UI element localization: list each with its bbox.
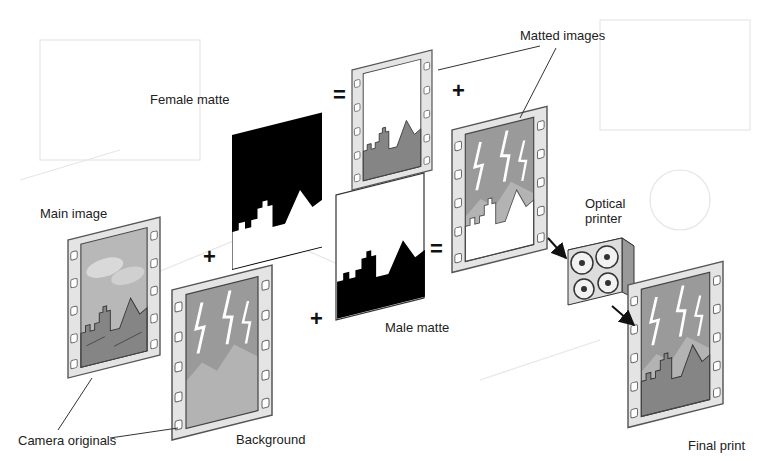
female-matte	[232, 112, 323, 270]
background-frame	[172, 265, 272, 440]
plus-sign: +	[310, 308, 323, 330]
optical-printer	[568, 238, 634, 305]
matted-image-frame	[352, 50, 432, 190]
main-image-frame	[68, 217, 160, 378]
final-print-frame	[628, 261, 723, 427]
callout-label: Main image	[40, 206, 107, 221]
equals-sign: =	[430, 238, 443, 260]
matted-image-frame	[452, 106, 547, 272]
process-arrow	[612, 306, 634, 325]
process-arrow	[548, 238, 566, 258]
callout-label: Background	[236, 432, 305, 447]
callout-label: Optical printer	[585, 196, 647, 226]
male-matte	[336, 173, 425, 320]
callout-label: Matted images	[520, 28, 605, 43]
callout-label: Final print	[688, 438, 745, 453]
callout-label: Female matte	[150, 92, 229, 107]
plus-sign: +	[203, 246, 216, 268]
callout-label: Camera originals	[18, 433, 116, 448]
callout-label: Male matte	[385, 320, 449, 335]
equals-sign: =	[333, 84, 346, 106]
plus-sign: +	[452, 80, 465, 102]
leader-line	[58, 46, 556, 438]
